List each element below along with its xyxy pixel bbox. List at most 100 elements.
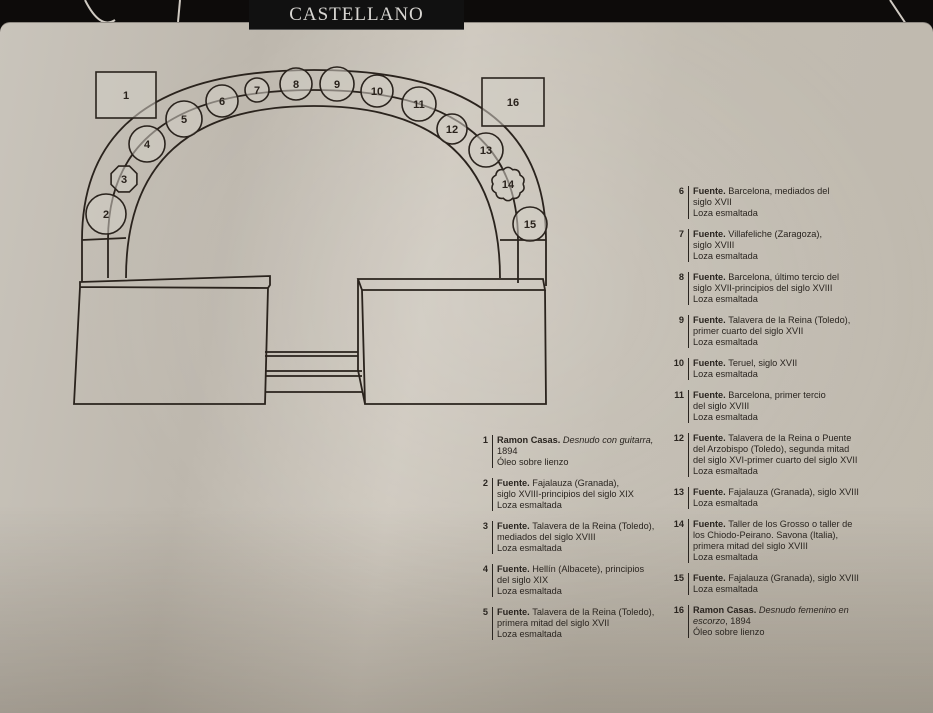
item-shape-circle xyxy=(165,100,203,138)
legend-text: Fuente. Fajalauza (Granada), siglo XVIII… xyxy=(688,573,859,595)
legend-entry: 13 Fuente. Fajalauza (Granada), siglo XVI… xyxy=(666,487,896,509)
item-number-label: 7 xyxy=(254,85,260,97)
legend-line-text: Desnudo con guitarra, xyxy=(562,435,654,445)
item-shape-circle xyxy=(468,132,504,168)
legend-line: Fuente. Taller de los Grosso o taller de xyxy=(693,519,852,530)
legend-text: Fuente. Taller de los Grosso o taller de… xyxy=(688,519,852,563)
legend-line-text: Barcelona, primer tercio xyxy=(728,390,826,400)
legend-lead: Fuente. xyxy=(497,478,533,488)
legend-line: Loza esmaltada xyxy=(693,251,758,261)
item-shape-circle xyxy=(401,86,437,122)
legend-line: Fuente. Barcelona, mediados del xyxy=(693,186,829,197)
legend-line: Loza esmaltada xyxy=(693,294,758,304)
diagram-item-16: 16 xyxy=(481,77,545,127)
legend-line: siglo XVIII xyxy=(693,240,735,250)
legend-line: Loza esmaltada xyxy=(497,543,562,553)
legend-lead: Fuente. xyxy=(497,521,533,531)
legend-lead: Ramon Casas. xyxy=(497,435,563,445)
item-shape-circle xyxy=(360,74,394,108)
legend-lead: Fuente. xyxy=(693,358,729,368)
legend-text: Fuente. Fajalauza (Granada), siglo XVIII… xyxy=(688,487,859,509)
item-number-label: 6 xyxy=(219,96,225,108)
item-number-label: 3 xyxy=(121,174,127,186)
item-shape-circle xyxy=(128,125,166,163)
legend-line: mediados del siglo XVIII xyxy=(497,532,596,542)
diagram-item-13: 13 xyxy=(468,132,504,168)
legend-line: Ramon Casas. Desnudo femenino en xyxy=(693,605,849,616)
legend-line-text: Talavera de la Reina o Puente xyxy=(728,433,852,443)
diagram-item-10: 10 xyxy=(360,74,394,108)
legend-number: 11 xyxy=(674,390,684,400)
item-shape-circle xyxy=(205,84,239,118)
item-number-label: 16 xyxy=(507,97,519,109)
diagram-item-15: 15 xyxy=(512,206,548,242)
legend-text: Fuente. Talavera de la Reina (Toledo),pr… xyxy=(688,315,850,348)
legend-line: Óleo sobre lienzo xyxy=(497,457,569,467)
item-shape-rectangle xyxy=(95,71,157,119)
legend-number: 4 xyxy=(482,564,488,574)
legend-number: 13 xyxy=(673,487,684,497)
legend-number: 16 xyxy=(673,605,684,615)
legend-line: Loza esmaltada xyxy=(693,337,758,347)
item-number-label: 15 xyxy=(524,219,536,231)
legend-line-text: Barcelona, mediados del xyxy=(728,186,830,196)
arch-inner xyxy=(125,105,501,279)
legend-number: 12 xyxy=(673,433,684,443)
legend-line: Loza esmaltada xyxy=(693,552,758,562)
legend-line-text: Hellín (Albacete), principios xyxy=(532,564,645,574)
item-shape-circle xyxy=(436,113,468,145)
item-number-label: 13 xyxy=(480,145,492,157)
legend-line-text: Fajalauza (Granada), xyxy=(532,478,620,488)
diagram-item-9: 9 xyxy=(319,66,355,102)
legend-line: Óleo sobre lienzo xyxy=(693,627,765,637)
legend-line: del siglo XVI-primer cuarto del siglo XV… xyxy=(693,455,858,465)
legend-number: 2 xyxy=(482,478,488,488)
legend-line: Fuente. Talavera de la Reina (Toledo), xyxy=(497,607,654,618)
legend-number: 14 xyxy=(673,519,684,529)
legend-line: Loza esmaltada xyxy=(693,208,758,218)
legend-line: Fuente. Talavera de la Reina (Toledo), xyxy=(693,315,850,326)
legend-line: Loza esmaltada xyxy=(693,412,758,422)
legend-line: Ramon Casas. Desnudo con guitarra, xyxy=(497,435,653,446)
item-number-label: 4 xyxy=(144,139,151,151)
legend-line: Loza esmaltada xyxy=(693,584,758,594)
legend-number: 5 xyxy=(482,607,488,617)
legend-number: 10 xyxy=(673,358,684,368)
item-number-label: 14 xyxy=(502,179,515,191)
item-shape-circle xyxy=(85,193,127,235)
legend-lead: Ramon Casas. xyxy=(693,605,759,615)
steps xyxy=(265,351,362,393)
item-shape-circle xyxy=(279,67,313,101)
legend-line: siglo XVII xyxy=(693,197,732,207)
legend-line-text: Taller de los Grosso o taller de xyxy=(728,519,853,529)
legend-line: siglo XVII-principios del siglo XVIII xyxy=(693,283,833,293)
item-number-label: 8 xyxy=(293,79,299,91)
legend-line-text: Teruel, siglo XVII xyxy=(728,358,798,368)
legend-number: 1 xyxy=(482,435,488,445)
legend-line: del siglo XVIII xyxy=(693,401,750,411)
item-number-label: 11 xyxy=(413,99,425,111)
legend-text: Fuente. Villafeliche (Zaragoza),siglo XV… xyxy=(688,229,822,262)
legend-line-text: Villafeliche (Zaragoza), xyxy=(728,229,823,239)
legend-entry: 5 Fuente. Talavera de la Reina (Toledo),p… xyxy=(470,607,690,640)
diagram-item-5: 5 xyxy=(165,100,203,138)
legend-line: Fuente. Fajalauza (Granada), xyxy=(497,478,634,489)
legend-line: primera mitad del siglo XVII xyxy=(497,618,610,628)
diagram-item-11: 11 xyxy=(401,86,437,122)
legend-line: del siglo XIX xyxy=(497,575,549,585)
